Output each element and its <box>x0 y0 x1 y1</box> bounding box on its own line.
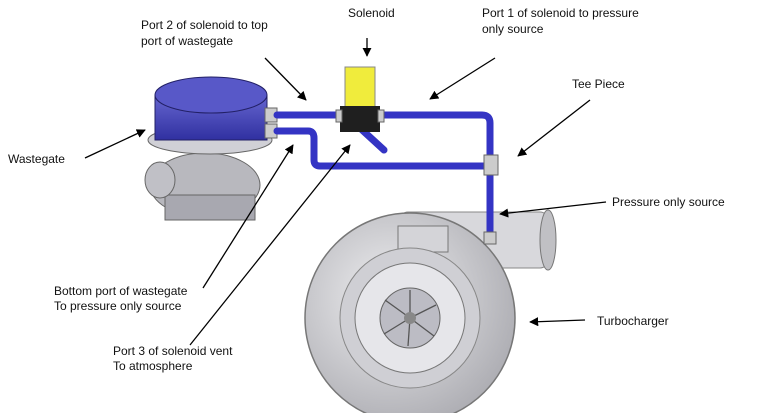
port2-label-line2: port of wastegate <box>141 34 234 48</box>
wastegate-label: Wastegate <box>8 152 65 166</box>
port1-label-line2: only source <box>482 22 544 36</box>
turbocharger-label: Turbocharger <box>597 314 669 328</box>
tee-piece-label: Tee Piece <box>572 77 625 91</box>
pressure-source-label: Pressure only source <box>612 195 725 209</box>
port2-label-line1: Port 2 of solenoid to top <box>141 18 268 32</box>
port1-label-line1: Port 1 of solenoid to pressure <box>482 6 639 20</box>
port3-label-line1: Port 3 of solenoid vent <box>113 344 233 358</box>
bottom-port-label-line2: To pressure only source <box>54 299 182 313</box>
solenoid <box>335 66 385 132</box>
port3-label-line2: To atmosphere <box>113 359 193 373</box>
bottom-port-label-line1: Bottom port of wastegate <box>54 284 188 298</box>
wastegate <box>144 76 278 221</box>
solenoid-label: Solenoid <box>348 6 395 20</box>
callout-arrows <box>84 38 607 346</box>
turbocharger <box>304 209 557 413</box>
tee-piece <box>483 154 499 176</box>
